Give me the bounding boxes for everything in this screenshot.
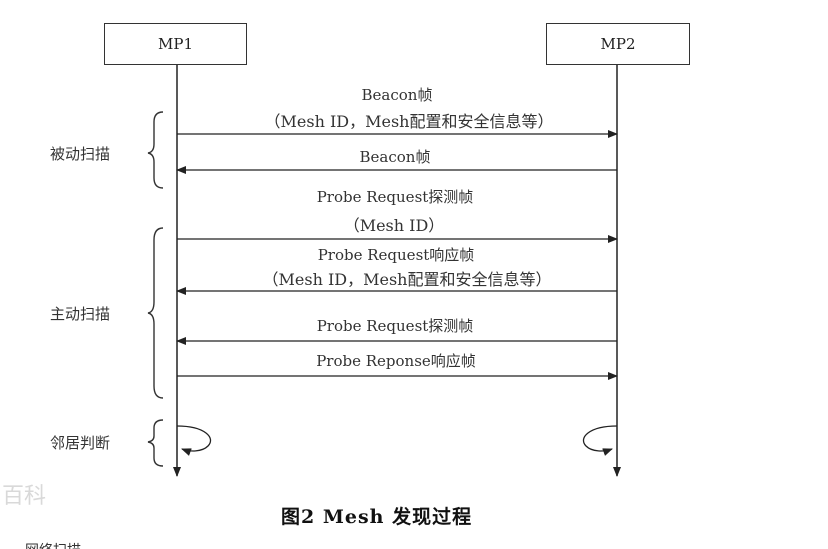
- phase-neighbor-label: 邻居判断: [50, 434, 111, 452]
- msg-3-line2: （Mesh ID）: [343, 216, 445, 235]
- node-mp1: MP1: [104, 23, 247, 65]
- brace-neighbor: [147, 419, 164, 467]
- msg-1-line2: （Mesh ID，Mesh配置和安全信息等）: [264, 112, 554, 131]
- msg-4-line1: Probe Request响应帧: [317, 246, 475, 264]
- msg-2-line1: Beacon帧: [359, 148, 431, 166]
- msg-6-line1: Probe Reponse响应帧: [316, 352, 476, 370]
- msg-5-line1: Probe Request探测帧: [316, 317, 474, 335]
- brace-active: [147, 227, 164, 399]
- bottom-cut-text: 网络扫描: [25, 540, 81, 549]
- watermark-logo: 百科: [2, 484, 47, 509]
- self-loop-mp2: [582, 425, 618, 456]
- brace-passive: [147, 111, 164, 189]
- node-mp2-label: MP2: [600, 35, 636, 53]
- phase-active-label: 主动扫描: [50, 305, 111, 323]
- node-mp1-label: MP1: [158, 35, 193, 53]
- self-loop-mp1: [176, 425, 212, 456]
- msg-4-line2: （Mesh ID，Mesh配置和安全信息等）: [262, 270, 552, 289]
- phase-passive-label: 被动扫描: [50, 145, 111, 163]
- msg-3-line1: Probe Request探测帧: [316, 188, 474, 206]
- figure-caption: 图2 Mesh 发现过程: [281, 506, 473, 528]
- msg-1-line1: Beacon帧: [361, 86, 433, 104]
- node-mp2: MP2: [546, 23, 690, 65]
